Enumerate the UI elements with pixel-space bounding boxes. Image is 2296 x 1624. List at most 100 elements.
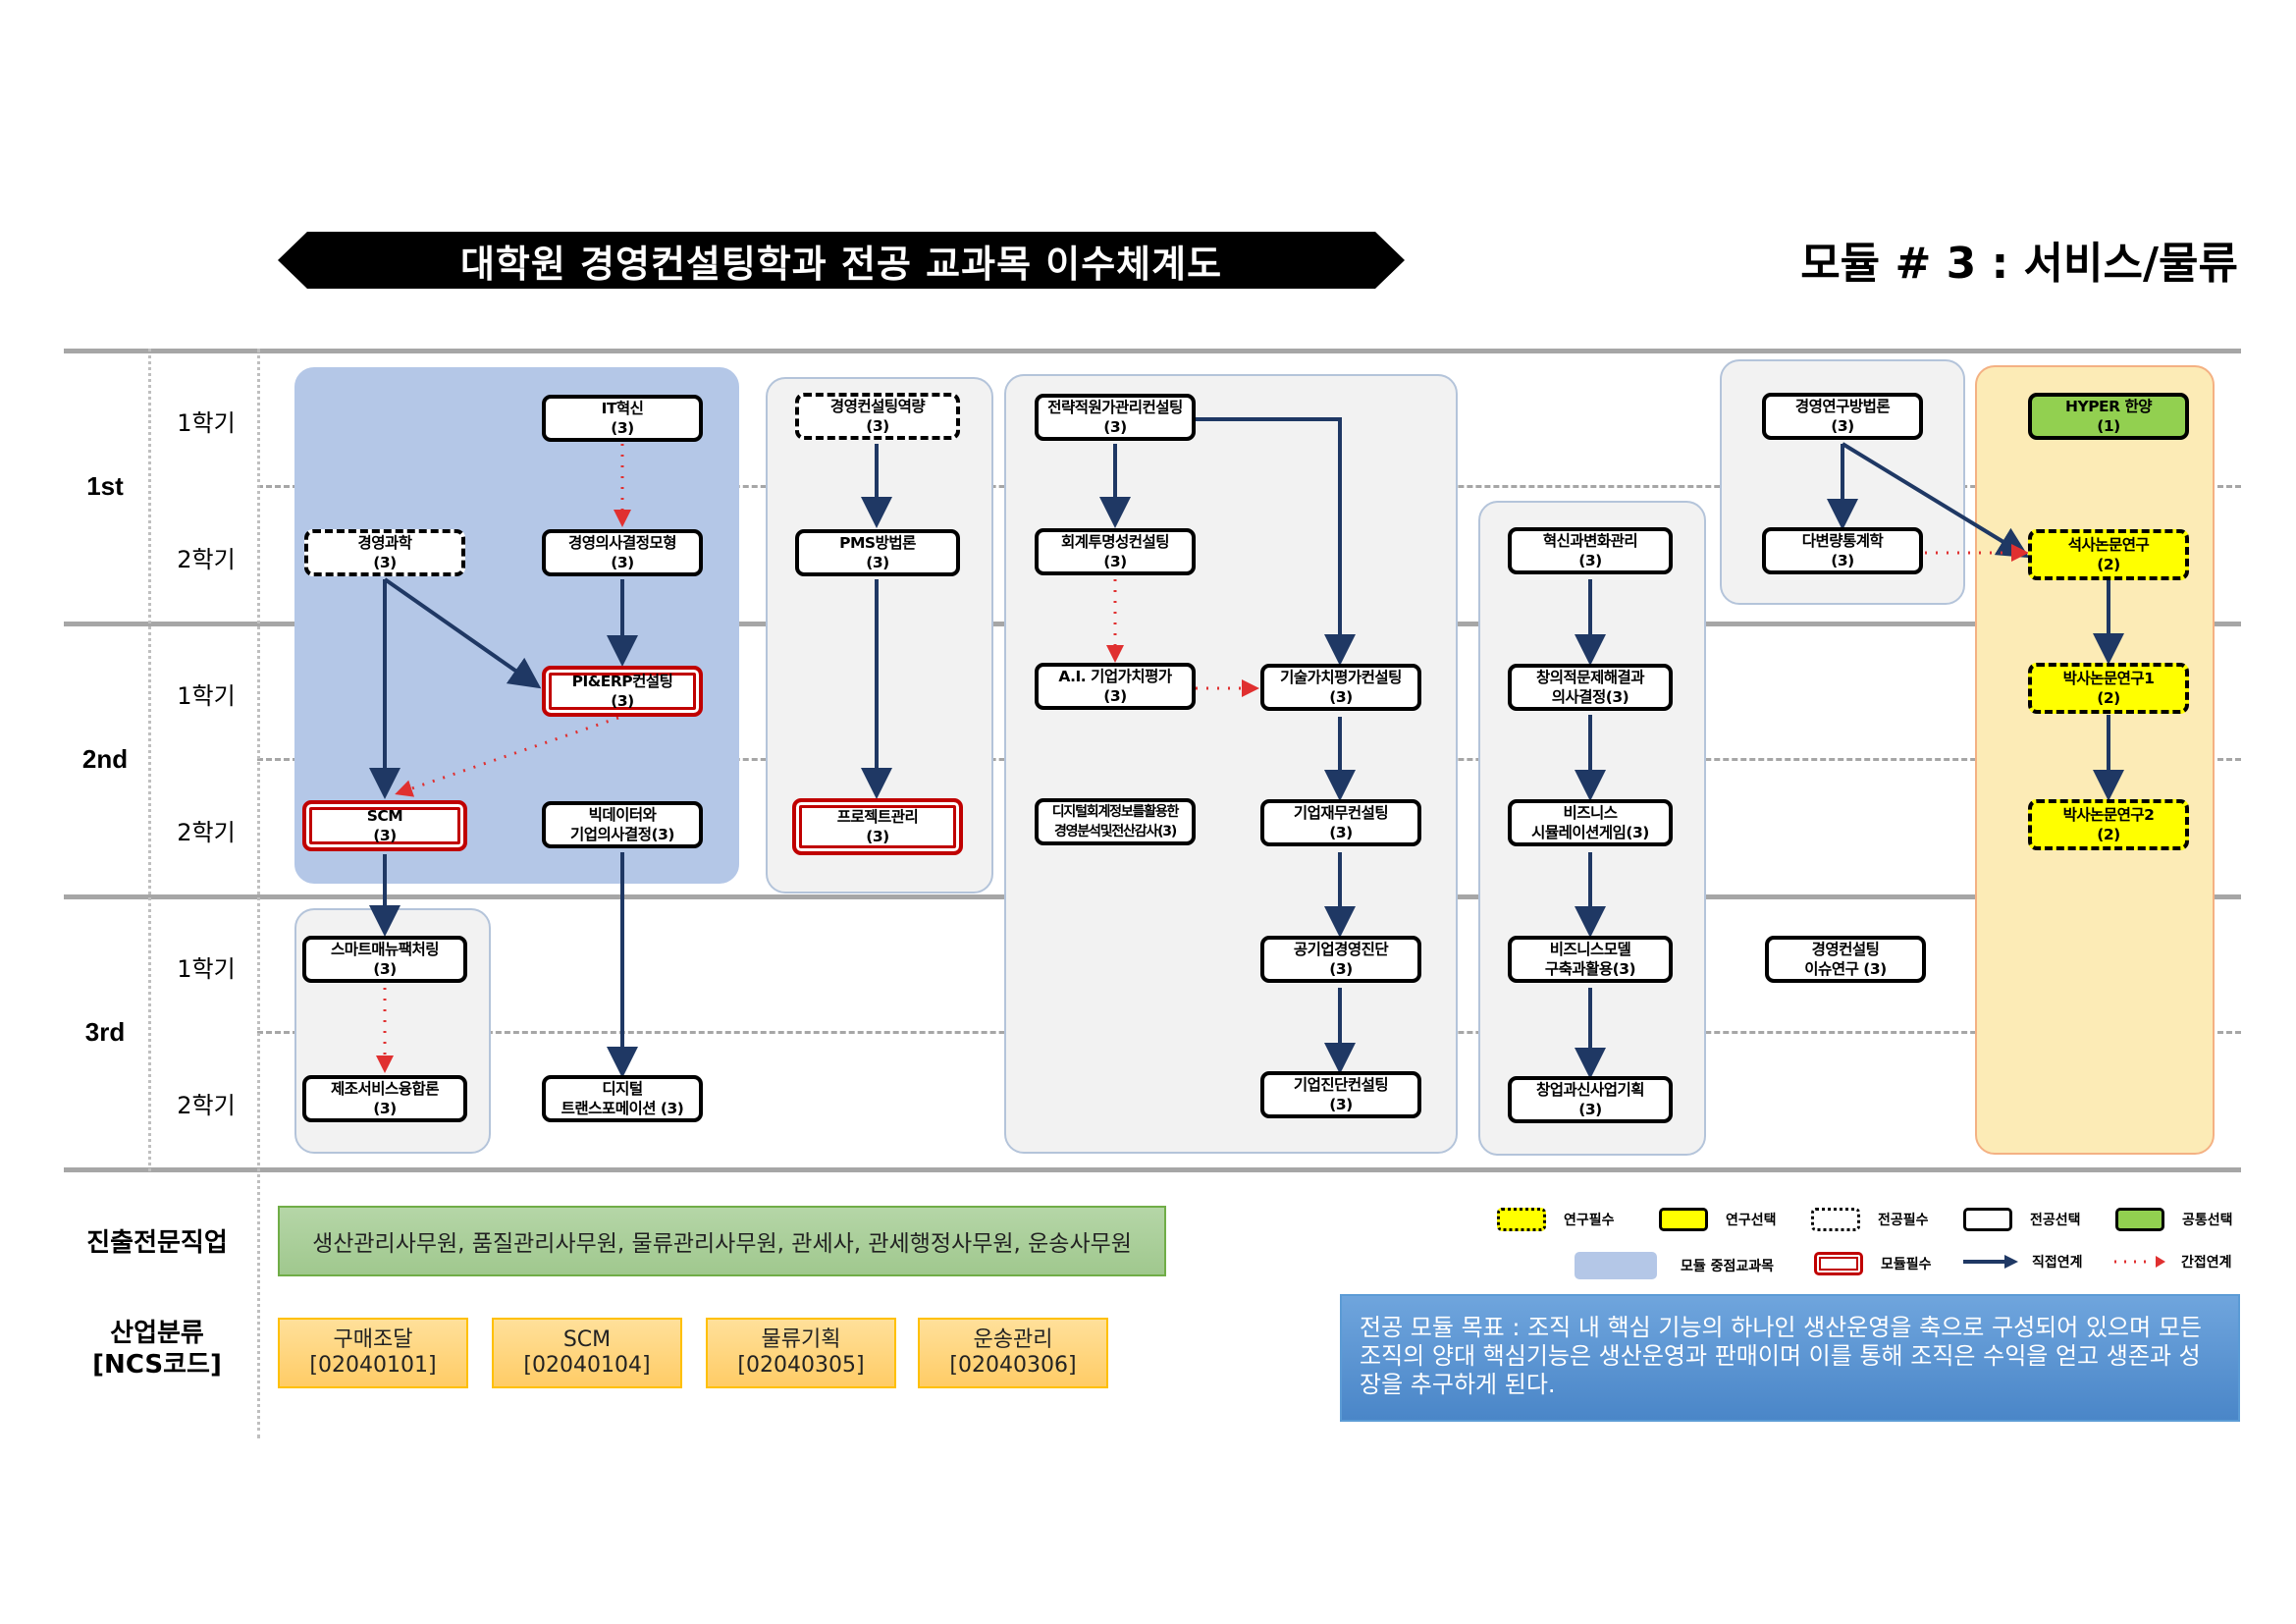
- course-smart-mfg[interactable]: 스마트매뉴팩처링 (3): [302, 936, 467, 983]
- course-multivariate[interactable]: 다변량통계학(3): [1762, 527, 1923, 574]
- ncs-code: [02040306]: [949, 1353, 1077, 1378]
- course-it-innovation[interactable]: IT혁신(3): [542, 395, 703, 442]
- semester-label: 1학기: [177, 409, 236, 437]
- course-name: 공기업경영진단: [1293, 941, 1389, 958]
- course-name: 창의적문제해결과: [1535, 669, 1645, 686]
- semester-label: 1학기: [177, 682, 236, 710]
- course-consulting-competency[interactable]: 경영컨설팅역량(3): [795, 393, 960, 440]
- module-focus-panel: [294, 367, 739, 884]
- course-credit: (3): [866, 417, 889, 435]
- course-pms[interactable]: PMS방법론(3): [795, 529, 960, 576]
- course-credit: (3): [1831, 417, 1854, 435]
- direct-link: [1841, 442, 2030, 559]
- course-name: 빅데이터와: [588, 806, 657, 824]
- course-credit: (3): [1329, 688, 1353, 706]
- ncs-item: SCM[02040104]: [492, 1318, 682, 1388]
- legend-label: 공통선택: [2182, 1213, 2233, 1228]
- legend-module-focus: 모듈 중점교과목: [1575, 1252, 1774, 1279]
- course-accounting-transparency[interactable]: 회계투명성컨설팅(3): [1035, 528, 1196, 575]
- course-credit: (3): [611, 554, 634, 571]
- year-divider: [64, 349, 2241, 353]
- course-corp-diagnosis[interactable]: 기업진단컨설팅(3): [1260, 1071, 1421, 1118]
- ncs-code: [02040101]: [309, 1353, 437, 1378]
- course-strategic-cost[interactable]: 전략적원가관리컨설팅(3): [1035, 394, 1196, 441]
- ncs-label-line2: [NCS코드]: [92, 1350, 222, 1380]
- course-name: 프로젝트관리: [836, 808, 919, 826]
- course-decision-model[interactable]: 경영의사결정모형 (3): [542, 529, 703, 576]
- course-name: 석사논문연구: [2067, 536, 2150, 554]
- course-scm[interactable]: SCM(3): [302, 800, 467, 851]
- semester-label: 2학기: [177, 546, 236, 573]
- course-startup[interactable]: 창업과신사업기획(3): [1508, 1076, 1673, 1123]
- course-innovation-change[interactable]: 혁신과변화관리 (3): [1508, 527, 1673, 574]
- year-label: 1st: [86, 471, 124, 501]
- course-credit: (1): [2097, 417, 2120, 435]
- course-mfg-service[interactable]: 제조서비스융합론(3): [302, 1075, 467, 1122]
- course-credit: (3): [611, 419, 634, 437]
- column-divider: [148, 349, 151, 1171]
- course-corp-finance[interactable]: 기업재무컨설팅(3): [1260, 799, 1421, 846]
- course-name: 기업재무컨설팅: [1293, 804, 1389, 822]
- course-name: 스마트매뉴팩처링: [330, 941, 440, 958]
- course-credit: (3): [1103, 687, 1127, 705]
- career-jobs-box: 생산관리사무원, 품질관리사무원, 물류관리사무원, 관세사, 관세행정사무원,…: [278, 1206, 1166, 1276]
- course-phd-thesis-1[interactable]: 박사논문연구1(2): [2028, 663, 2189, 714]
- course-credit: (2): [2097, 826, 2120, 843]
- ncs-item: 구매조달[02040101]: [278, 1318, 468, 1388]
- dotted-arrow-icon: [2114, 1256, 2165, 1268]
- semester-label: 1학기: [177, 955, 236, 983]
- legend-research-required: 연구필수: [1497, 1208, 1615, 1231]
- course-ai-valuation[interactable]: A.I. 기업가치평가 (3): [1035, 663, 1196, 710]
- legend-indirect-link: 간접연계: [2112, 1252, 2232, 1272]
- swatch-icon: [1575, 1252, 1657, 1279]
- legend-label: 전공필수: [1878, 1213, 1929, 1228]
- course-tech-valuation[interactable]: 기술가치평가컨설팅(3): [1260, 664, 1421, 711]
- course-name: 혁신과변화관리: [1542, 532, 1638, 550]
- course-credit: (3): [1103, 418, 1127, 436]
- banner-shape: [278, 232, 1405, 289]
- course-pi-erp[interactable]: PI&ERP컨설팅 (3): [542, 666, 703, 717]
- course-credit: (3): [373, 827, 397, 844]
- course-credit: (3): [373, 554, 397, 571]
- year-label: 3rd: [84, 1017, 126, 1047]
- semester-label: 2학기: [177, 1092, 236, 1119]
- course-name: 경영의사결정모형: [567, 534, 677, 552]
- course-mgmt-science[interactable]: 경영과학 (3): [304, 529, 465, 576]
- course-credit: (3): [373, 960, 397, 978]
- course-credit: (3): [611, 692, 634, 710]
- course-name: PI&ERP컨설팅: [571, 673, 673, 690]
- course-name-line2: 시뮬레이션게임(3): [1531, 824, 1649, 841]
- ncs-label-line1: 산업분류: [110, 1319, 204, 1348]
- course-name: 다변량통계학: [1801, 532, 1884, 550]
- course-research-method[interactable]: 경영연구방법론(3): [1762, 393, 1923, 440]
- course-project-mgmt[interactable]: 프로젝트관리(3): [792, 798, 963, 855]
- course-masters-thesis[interactable]: 석사논문연구(2): [2028, 529, 2189, 580]
- legend-label: 연구필수: [1564, 1213, 1615, 1228]
- year-label: 2nd: [81, 744, 129, 774]
- swatch-icon: [1659, 1208, 1708, 1231]
- course-name-line2: 트랜스포메이션 (3): [561, 1100, 684, 1117]
- module-goal-box: 전공 모듈 목표 : 조직 내 핵심 기능의 하나인 생산운영을 축으로 구성되…: [1340, 1294, 2240, 1422]
- course-name: 박사논문연구1: [2062, 670, 2155, 687]
- course-public-diagnosis[interactable]: 공기업경영진단(3): [1260, 936, 1421, 983]
- course-name: 경영과학: [357, 534, 412, 552]
- year-divider: [64, 1167, 2241, 1172]
- course-name-line2: 기업의사결정(3): [569, 826, 675, 843]
- course-phd-thesis-2[interactable]: 박사논문연구2(2): [2028, 799, 2189, 850]
- course-name: A.I. 기업가치평가: [1058, 668, 1172, 685]
- module-title: 모듈 # 3 : 서비스/물류: [1800, 239, 2238, 289]
- legend-label: 간접연계: [2181, 1255, 2232, 1271]
- swatch-icon: [2115, 1208, 2164, 1231]
- course-credit: (3): [1578, 552, 1602, 569]
- course-hyper[interactable]: HYPER 한양(1): [2028, 393, 2189, 440]
- course-name-line2: 구축과활용(3): [1544, 960, 1636, 978]
- swatch-icon: [1497, 1208, 1546, 1231]
